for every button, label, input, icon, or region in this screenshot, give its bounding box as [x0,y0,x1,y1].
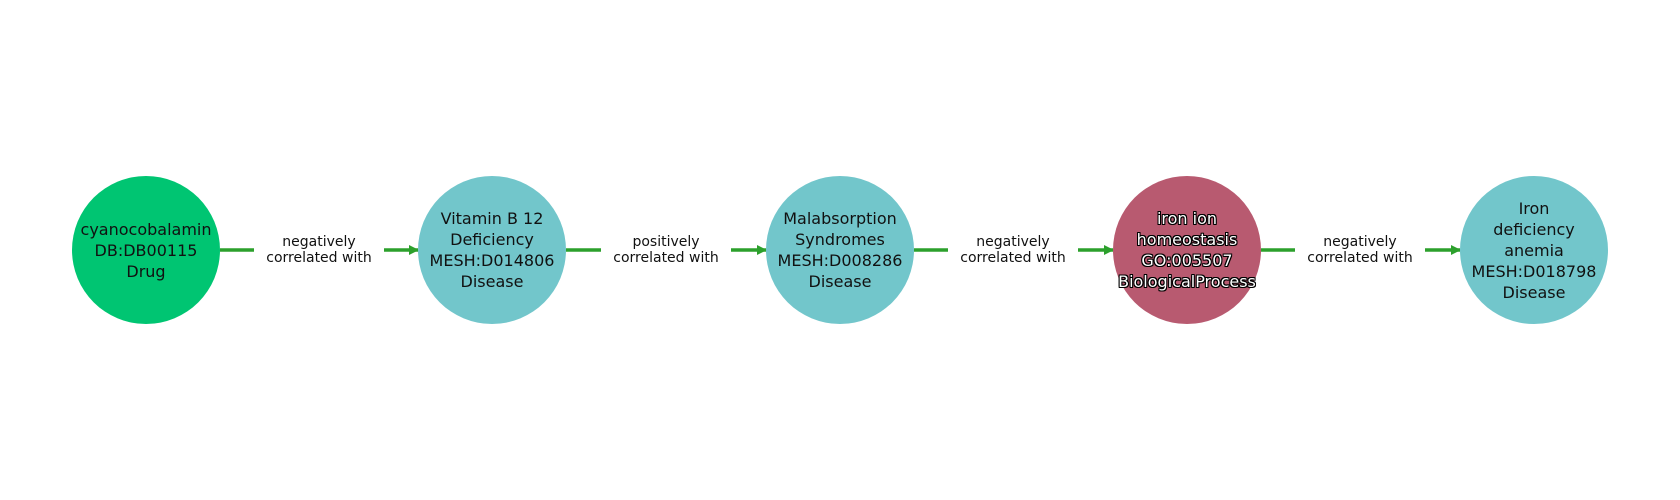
node-label-line: homeostasis [1136,230,1238,249]
node-label-line: Iron [1518,198,1550,218]
node-label-line: Deficiency [450,230,534,249]
node-cyanocobalamin[interactable]: cyanocobalamin DB:DB00115 Drug [72,176,220,324]
node-label-line: iron ion [1156,209,1218,228]
edge-label-line: negatively [1323,234,1397,250]
node-label-line: MESH:D008286 [777,251,903,270]
edge-label-line: positively [632,234,700,250]
node-label-line: DB:DB00115 [94,240,198,260]
edge-label-line: negatively [282,234,356,250]
node-label-line: cyanocobalamin [80,219,212,239]
node-label-line: GO:005507 [1141,251,1233,270]
node-iron-ion-homeostasis[interactable]: iron ion homeostasis GO:005507 Biologica… [1113,176,1261,324]
edge-label-2: positively correlated with [601,234,731,266]
node-iron-deficiency-anemia[interactable]: Iron deficiency anemia MESH:D018798 Dise… [1460,176,1608,324]
edge-label-line: correlated with [266,250,372,266]
node-label-line: Malabsorption [783,209,897,228]
node-malabsorption-syndromes[interactable]: Malabsorption Syndromes MESH:D008286 Dis… [766,176,914,324]
node-label-line: deficiency [1493,219,1575,239]
edge-label-line: negatively [976,234,1050,250]
edge-label-line: correlated with [960,250,1066,266]
node-label-line: MESH:D014806 [429,251,555,270]
node-label-line: anemia [1504,240,1564,260]
edge-label-1: negatively correlated with [254,234,384,266]
node-vitamin-b12-deficiency[interactable]: Vitamin B 12 Deficiency MESH:D014806 Dis… [418,176,566,324]
node-label-line: MESH:D018798 [1471,261,1597,281]
node-label-line: Syndromes [795,230,885,249]
node-label-line: Disease [460,272,524,291]
node-label-line: Vitamin B 12 [440,209,544,228]
node-label-line: Disease [808,272,872,291]
edge-label-3: negatively correlated with [948,234,1078,266]
node-label-line: BiologicalProcess [1118,272,1256,291]
edge-label-line: correlated with [613,250,719,266]
edge-label-4: negatively correlated with [1295,234,1425,266]
edge-label-line: correlated with [1307,250,1413,266]
node-label-line: Disease [1502,282,1566,302]
node-label-line: Drug [126,261,166,281]
